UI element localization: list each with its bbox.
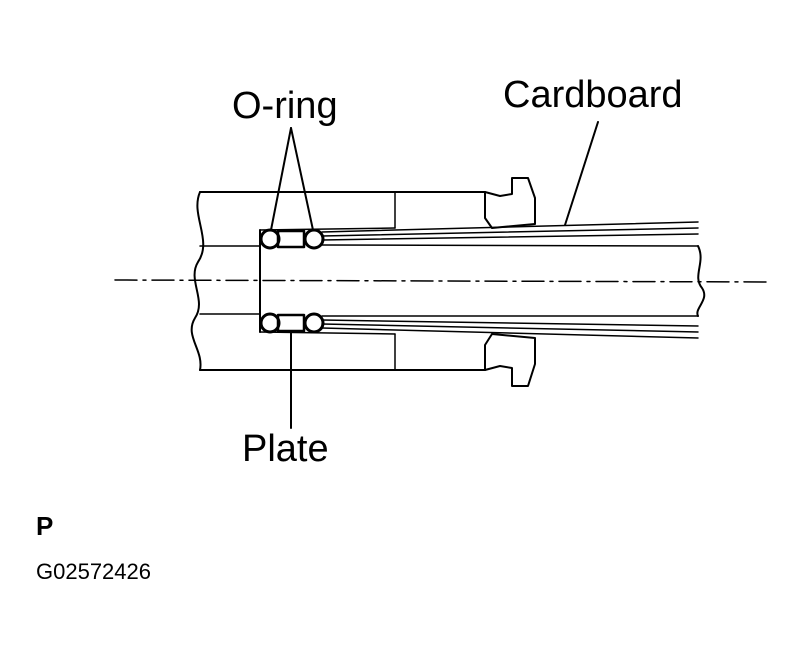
o-ring-lower-right [303, 312, 325, 334]
o-ring-leader-left [270, 127, 292, 231]
lower-seal-group [259, 312, 325, 334]
lower-lip [484, 333, 536, 387]
o-ring-lower-left [259, 312, 281, 334]
upper-seal-group [259, 228, 325, 250]
o-ring-upper-left [259, 228, 281, 250]
o-ring-upper-right [303, 228, 325, 250]
centerline [114, 279, 771, 283]
label-o-ring: O-ring [232, 85, 338, 127]
leader-lines [270, 121, 599, 429]
o-ring-leader-right [290, 127, 314, 231]
figure-code: G02572426 [36, 559, 151, 584]
view-letter: P [36, 511, 53, 541]
label-plate: Plate [242, 428, 329, 470]
label-cardboard: Cardboard [503, 74, 683, 116]
cardboard-tube [321, 221, 706, 339]
cardboard-leader [564, 121, 599, 226]
upper-lip [484, 177, 536, 229]
bore [259, 227, 396, 335]
housing [190, 191, 486, 371]
